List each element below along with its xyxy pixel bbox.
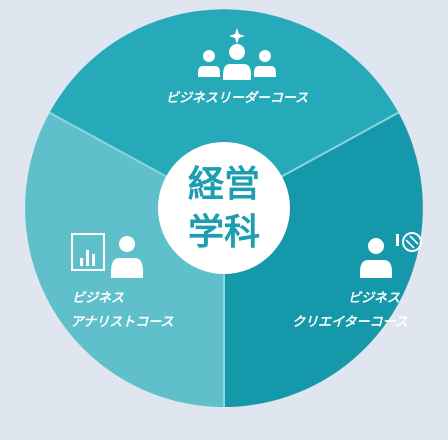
center-title-line1: 経営 [188,164,260,205]
center-circle [158,142,290,274]
leader-course-label: ビジネスリーダーコース [166,90,308,106]
person-with-chart-icon [71,233,143,278]
center-title-line2: 学科 [188,211,260,253]
segment-leader [49,9,399,209]
person-with-idea-bulb-icon [360,232,422,278]
analyst-course-label-line1: ビジネス [72,290,124,306]
three-people-sparkle-icon [198,28,276,80]
creator-course-label-line1: ビジネス [348,290,400,306]
creator-course-label-line2: クリエイターコース [292,315,408,330]
analyst-course-label-line2: アナリストコース [70,315,173,330]
